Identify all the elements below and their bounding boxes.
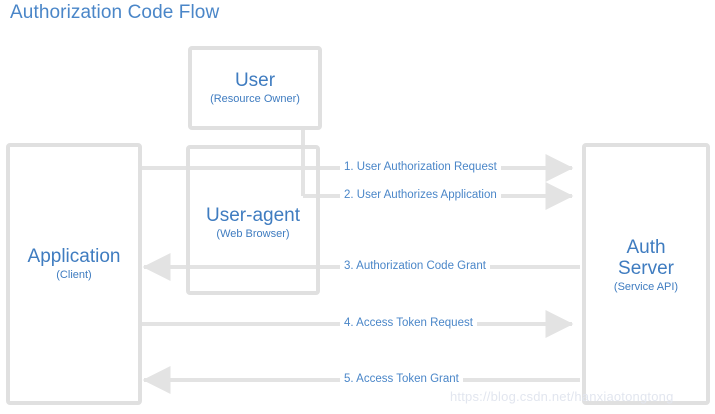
node-label-auth-server-sub: (Service API) <box>613 280 679 293</box>
node-label-user: User (Resource Owner) <box>190 70 320 106</box>
flow-label-3: 3. Authorization Code Grant <box>340 260 490 272</box>
node-label-user-title: User <box>234 70 276 91</box>
user-agent-inner-mask <box>192 200 314 258</box>
flow-label-5: 5. Access Token Grant <box>340 373 463 385</box>
node-label-user-agent-title: User-agent <box>206 205 300 226</box>
node-box-auth-server <box>582 143 710 405</box>
node-label-auth-server-title-1: Auth <box>626 237 666 258</box>
watermark-text: https://blog.csdn.net/hanxiaotongtong <box>450 389 674 404</box>
node-label-auth-server: Auth Server (Service API) <box>584 237 708 294</box>
node-label-user-sub: (Resource Owner) <box>210 93 300 106</box>
flow-label-1: 1. User Authorization Request <box>340 161 501 173</box>
node-label-application-title: Application <box>27 246 121 267</box>
node-label-application-sub: (Client) <box>56 269 92 282</box>
node-label-auth-server-title-2: Server <box>618 258 674 280</box>
node-label-user-agent-sub: (Web Browser) <box>216 228 290 241</box>
node-label-user-agent: User-agent (Web Browser) <box>188 205 318 241</box>
page-title: Authorization Code Flow <box>10 2 220 23</box>
node-box-user-agent <box>186 145 320 295</box>
flow-label-4: 4. Access Token Request <box>340 317 477 329</box>
node-box-user <box>188 46 322 130</box>
node-box-application <box>6 143 142 405</box>
flow-label-2: 2. User Authorizes Application <box>340 189 501 201</box>
node-label-application: Application (Client) <box>8 246 140 282</box>
